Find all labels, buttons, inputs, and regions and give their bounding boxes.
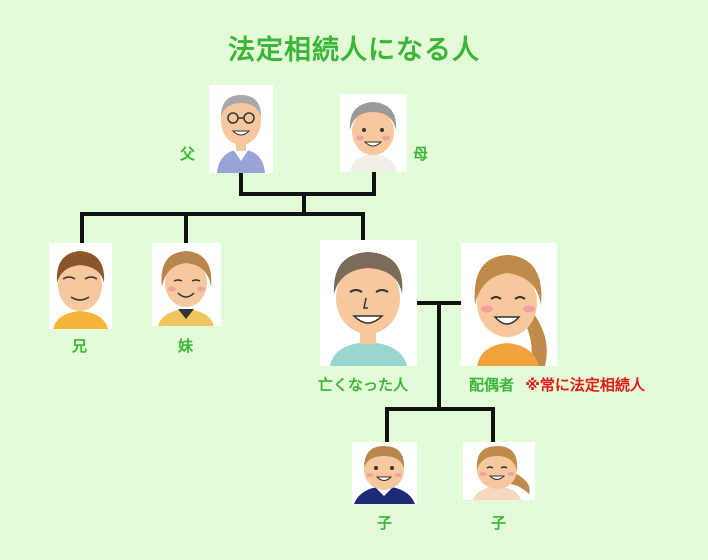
mother-portrait — [340, 94, 407, 172]
brother-portrait — [49, 243, 112, 329]
child2-label: 子 — [491, 514, 507, 532]
spouse-heir-note: ※常に法定相続人 — [525, 376, 645, 394]
father-portrait — [209, 85, 273, 173]
child1-label: 子 — [377, 514, 393, 532]
brother-label: 兄 — [72, 337, 88, 355]
sister-label: 妹 — [178, 337, 194, 355]
father-label: 父 — [180, 145, 196, 163]
child2-portrait — [463, 442, 535, 500]
mother-label: 母 — [413, 145, 429, 163]
spouse-portrait — [461, 243, 557, 366]
deceased-label: 亡くなった人 — [318, 376, 409, 394]
spouse-label: 配偶者 ※常に法定相続人 — [469, 374, 645, 395]
child1-portrait — [352, 442, 417, 504]
sister-portrait — [152, 243, 221, 326]
spouse-label-text: 配偶者 — [469, 376, 515, 394]
deceased-portrait — [320, 240, 417, 366]
diagram-title: 法定相続人になる人 — [228, 35, 480, 66]
